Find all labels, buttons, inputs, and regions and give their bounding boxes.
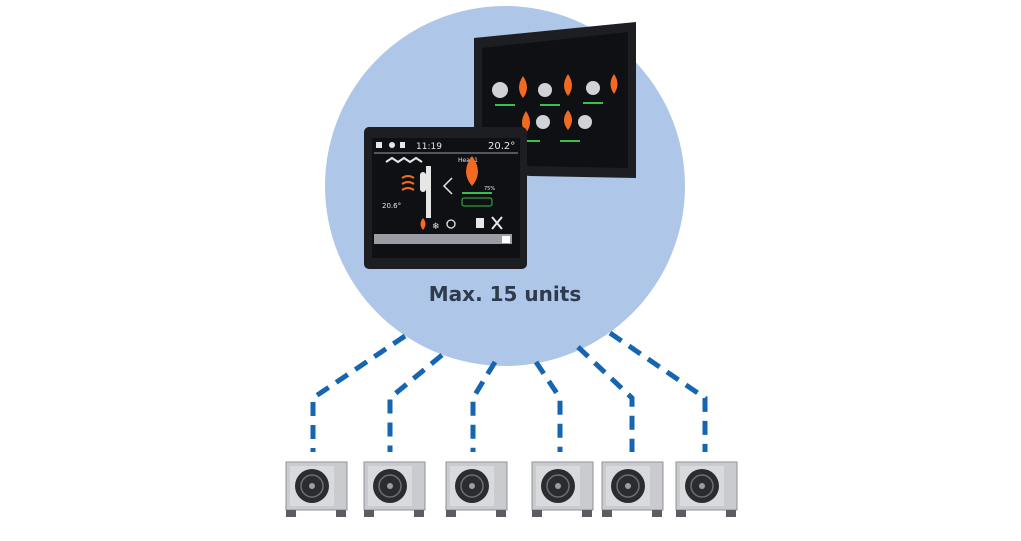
- flame-icon: [519, 76, 527, 98]
- list-icon: [476, 218, 484, 228]
- outdoor-unit-6: [675, 461, 738, 517]
- heat-waves-icon: [401, 175, 415, 191]
- connector-3: [470, 360, 498, 452]
- back-screen-tiles: [492, 74, 618, 142]
- time-text: 11:19: [416, 142, 442, 152]
- grid-menu-icon: [502, 236, 510, 243]
- gear-icon: [389, 142, 395, 148]
- outdoor-temp-text: 20.6°: [382, 202, 401, 210]
- flame-icon: [466, 156, 478, 186]
- zone-label: Heat 1: [458, 157, 478, 164]
- outdoor-units: [285, 461, 738, 517]
- cycle-icon: [446, 219, 456, 229]
- progress-bar: [462, 192, 492, 194]
- connector-4: [533, 360, 563, 452]
- connector-2: [387, 353, 444, 452]
- flame-icon: [564, 110, 572, 130]
- fan-icon: [536, 115, 550, 129]
- outdoor-unit-4: [531, 461, 594, 517]
- temperature-text: 20.2°: [488, 141, 515, 152]
- snowflake-icon: ❄: [432, 222, 440, 232]
- connector-6: [608, 330, 708, 452]
- bottom-tab-bar: [374, 234, 512, 244]
- fan-icon: [538, 83, 552, 97]
- shield-icon: [400, 142, 405, 148]
- flame-icon: [610, 74, 618, 94]
- fan-icon: [492, 82, 508, 98]
- fan-icon: [586, 81, 600, 95]
- outdoor-unit-3: [445, 461, 508, 517]
- flame-icon: [564, 74, 572, 96]
- tools-icon: [491, 216, 503, 230]
- connector-5: [576, 345, 635, 452]
- percent-text: 75%: [484, 186, 495, 192]
- connectors: [310, 330, 708, 452]
- front-controller-panel: 11:19 20.2° Heat 1 75% 20.6° ❄: [364, 127, 527, 269]
- outdoor-unit-5: [601, 461, 664, 517]
- max-units-caption: Max. 15 units: [428, 282, 582, 306]
- radiator-icon: [426, 166, 431, 218]
- power-button: [461, 197, 493, 207]
- fan-icon: [578, 115, 592, 129]
- arrow-icon: [442, 177, 453, 195]
- home-icon: [376, 142, 382, 148]
- flame-small-icon: [420, 218, 426, 230]
- heating-icon: [385, 156, 423, 164]
- outdoor-unit-1: [285, 461, 348, 517]
- connector-1: [310, 333, 407, 452]
- outdoor-unit-2: [363, 461, 426, 517]
